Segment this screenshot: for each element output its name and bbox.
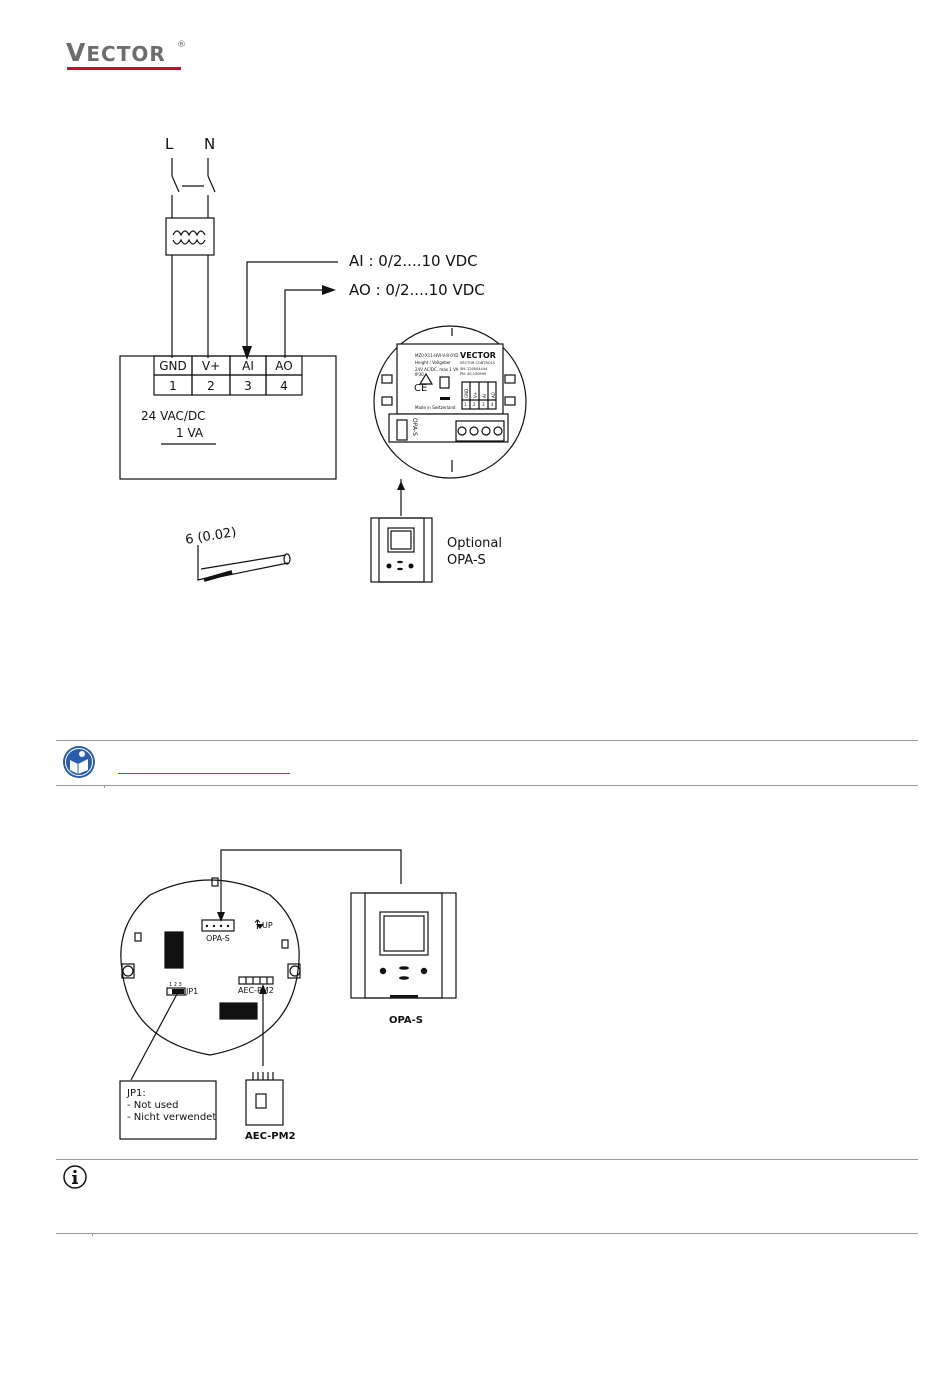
device-label-line-2: Height / Vollgeber (415, 360, 451, 365)
module-label: AEC-PM2 (245, 1131, 296, 1142)
logo-letters: ECTOR (86, 42, 166, 66)
ai-signal-label: AI : 0/2....10 VDC (349, 252, 478, 270)
jp1-note-line-1: - Not used (127, 1100, 179, 1111)
board-opa-port-label: OPA-S (206, 934, 230, 943)
power-rating: 1 VA (176, 426, 204, 440)
rule-tick (104, 785, 105, 788)
optional-opa-label: OPA-S (447, 553, 486, 568)
board-diagram: OPA-S ↑ UP 1 2 3 JP1 AEC-PM2 JP1: - Not … (119, 849, 457, 1142)
device-term-number-3: 3 (482, 402, 485, 407)
label-n: N (204, 135, 215, 153)
device-term-number-4: 4 (491, 402, 494, 407)
terminal-name-3: AI (242, 359, 254, 373)
device-term-name-1: GND (464, 389, 469, 398)
logo-text: VECTOR (66, 38, 166, 67)
device-term-number-1: 1 (464, 402, 467, 407)
opa-device-label: OPA-S (389, 1015, 423, 1026)
device-term-name-4: AO (491, 392, 496, 398)
logo-underline (67, 67, 181, 70)
device-opa-port-label: OPA-S (411, 418, 418, 436)
registered-mark: ® (177, 40, 186, 50)
terminal-name-2: V+ (202, 359, 220, 373)
terminal-number-4: 4 (280, 379, 288, 393)
ao-signal-label: AO : 0/2....10 VDC (349, 281, 485, 299)
vector-logo: VECTOR ® (64, 36, 186, 76)
optional-label: Optional (447, 536, 502, 551)
device-label-right-2: SN: 220004444 (460, 367, 488, 371)
jumper-numbers: 1 2 3 (169, 982, 182, 988)
jumper-label: JP1 (185, 987, 198, 996)
terminal-name-1: GND (159, 359, 187, 373)
up-label: UP (262, 921, 273, 930)
supply-voltage: 24 VAC/DC (141, 409, 206, 423)
terminal-number-1: 1 (169, 379, 177, 393)
device-term-number-2: 2 (473, 402, 476, 407)
device-made-in: Made in Switzerland (415, 405, 456, 410)
manual-link[interactable] (118, 773, 290, 774)
up-arrow-icon: ↑ (252, 918, 263, 933)
device-label-line-4: IP30 (415, 372, 424, 377)
jp1-note-title: JP1: (126, 1088, 146, 1099)
wiring-diagram: MZ0-X11-HVI-V-R-0YD Height / Vollgeber 2… (119, 135, 527, 583)
jp1-note-line-2: - Nicht verwendet (127, 1112, 216, 1123)
device-label-line-1: MZ0-X11-HVI-V-R-0YD (415, 353, 458, 358)
rule-tick (92, 1233, 93, 1236)
terminal-number-2: 2 (207, 379, 215, 393)
ce-mark: CE (414, 383, 427, 394)
info-notice (56, 1159, 918, 1236)
device-label-brand: VECTOR (460, 351, 496, 360)
strip-length: 6 (0.02) (184, 525, 237, 548)
logo-letter-v: V (66, 38, 87, 67)
label-l: L (165, 135, 174, 153)
device-label-line-3: 24V AC/DC, max 1 VA (415, 367, 459, 372)
device-label-right-1: VECTOR CONTROLS (460, 361, 496, 365)
device-term-name-3: AI (482, 394, 487, 398)
terminal-number-3: 3 (244, 379, 252, 393)
board-pm2-port-label: AEC-PM2 (238, 986, 274, 995)
info-icon (63, 1165, 87, 1189)
read-manual-icon (63, 746, 95, 778)
device-label-right-3: PN: 40-100999 (460, 372, 486, 376)
terminal-name-4: AO (275, 359, 292, 373)
manual-notice (56, 740, 918, 788)
device-term-name-2: V+ (473, 392, 478, 398)
